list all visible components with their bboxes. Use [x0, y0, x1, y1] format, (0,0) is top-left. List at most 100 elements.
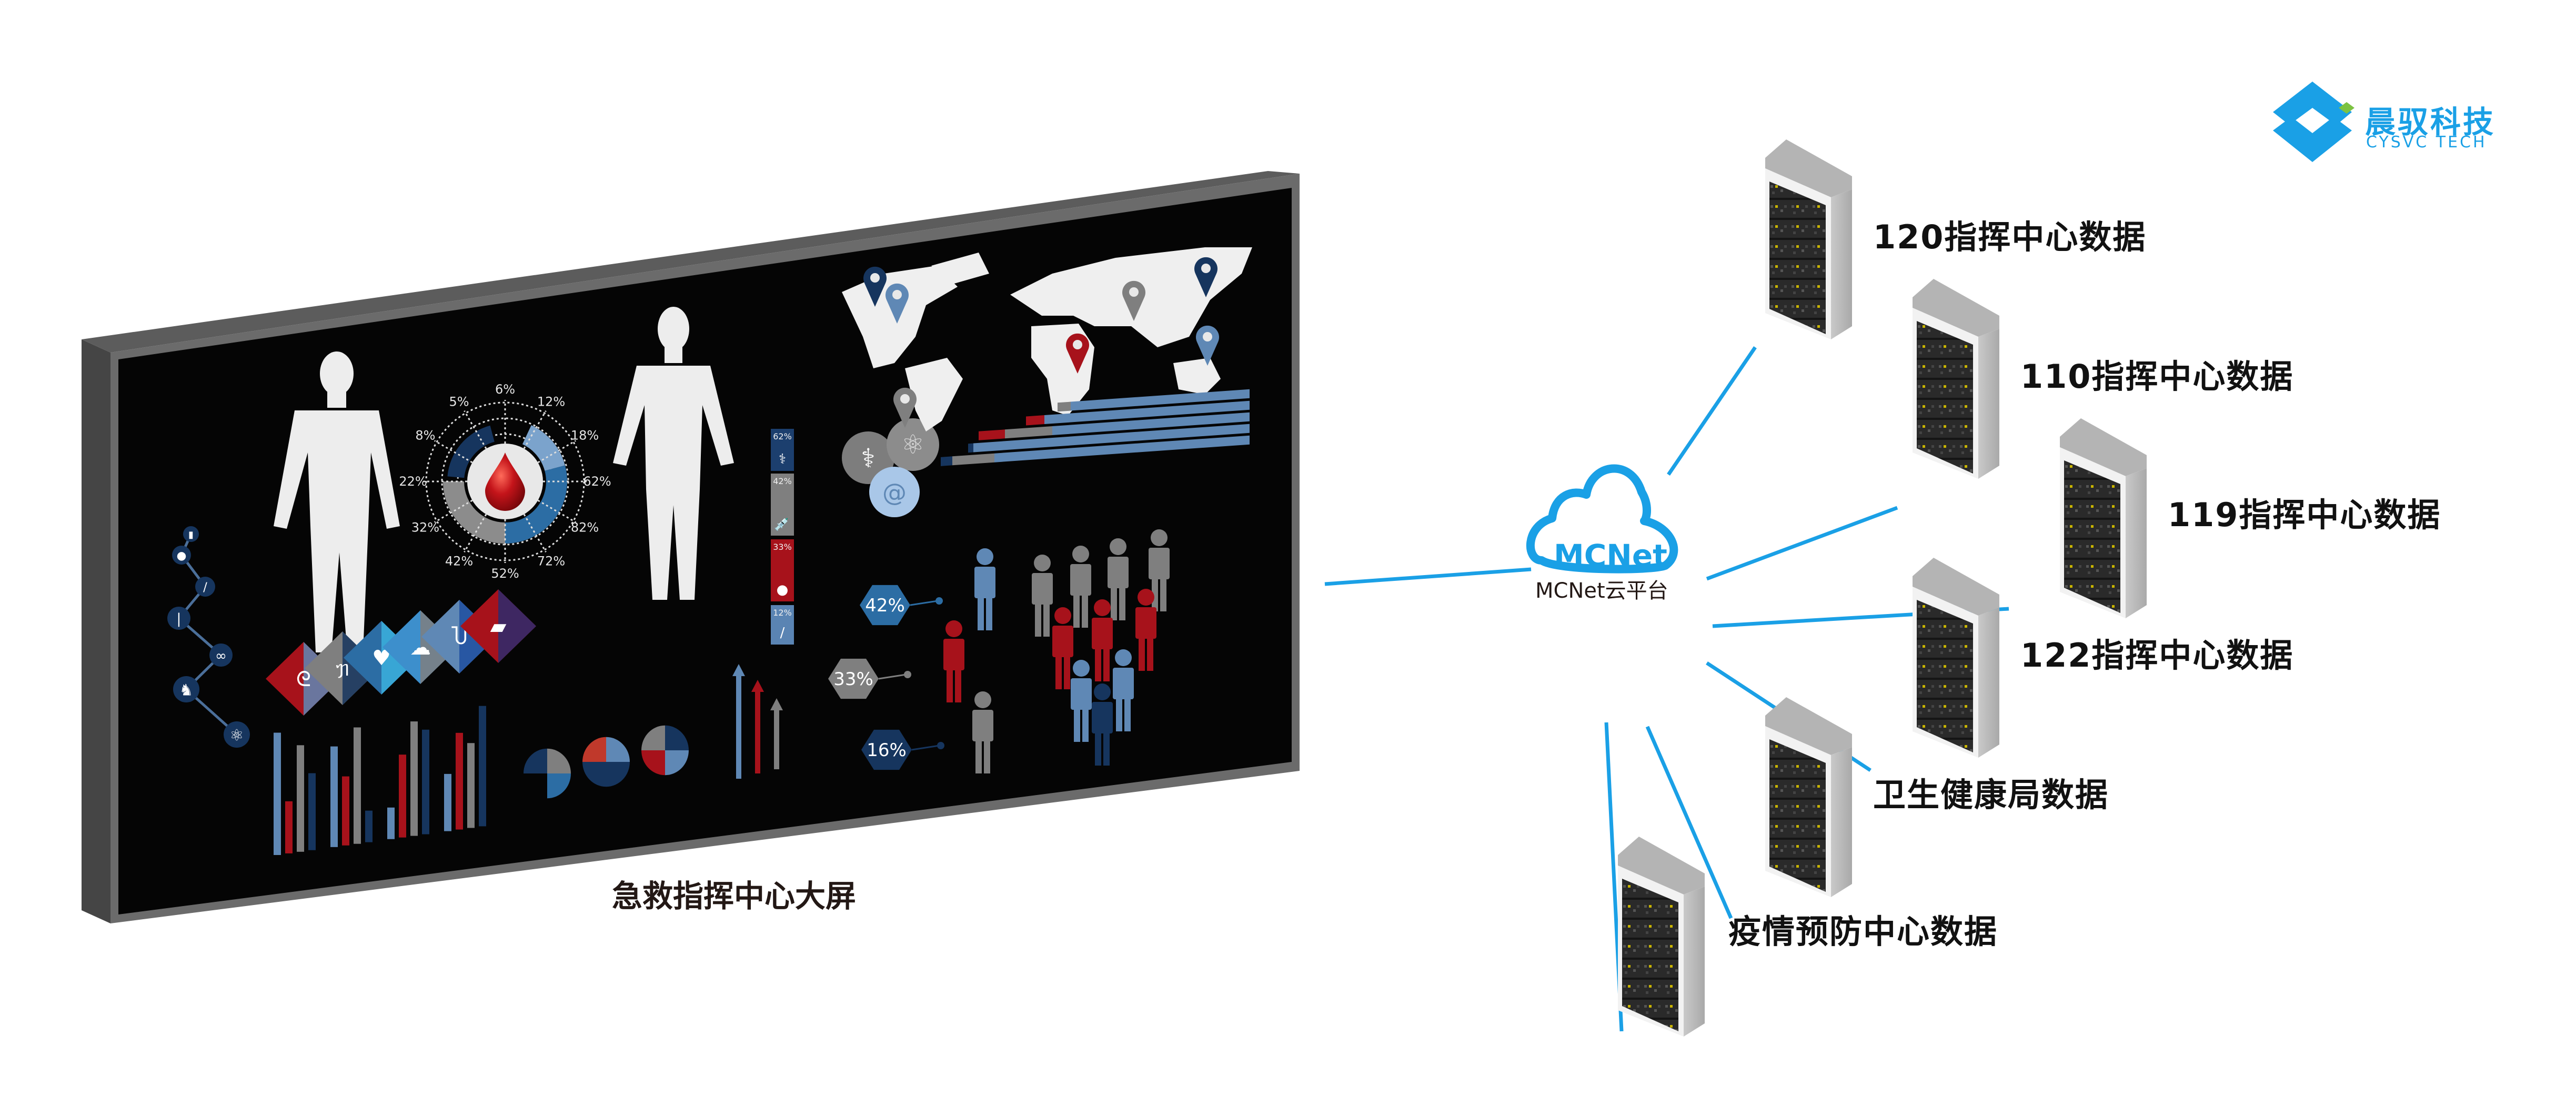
pie-slice: [665, 725, 689, 750]
hbar-segment: [1071, 389, 1250, 411]
vbar: [297, 745, 304, 852]
quarter-pie-charts: [524, 725, 689, 799]
radial-grid-ring: [425, 401, 585, 561]
thermometer-icon: /: [780, 625, 785, 641]
person-icon: [1113, 649, 1134, 731]
map-pin-icon: [893, 387, 917, 428]
server-label-122: 122指挥中心数据: [2020, 636, 2294, 675]
person-icon: [1070, 546, 1091, 628]
server-rack-icon: [1618, 837, 1705, 1037]
hbar-segment: [1044, 400, 1250, 425]
spiral-icon: @: [882, 478, 907, 507]
logo-green-square: [2339, 102, 2354, 114]
hex-stat-value: 33%: [833, 669, 873, 690]
pie-slice: [582, 762, 606, 787]
person-icon: [1135, 589, 1156, 671]
vbar: [330, 746, 338, 847]
person-icon: [1071, 660, 1092, 742]
vbar: [365, 810, 373, 842]
server-racks: [1618, 139, 2147, 1037]
vbar: [274, 732, 281, 855]
syringe-icon: 💉: [774, 516, 791, 532]
blood-drop-icon: [485, 453, 525, 511]
hbar-segment: [973, 424, 1250, 453]
vbar: [422, 729, 429, 834]
server-rack-icon: [2060, 418, 2147, 618]
screen-content: 6%12%18%62%82%72%52%42%32%22%8%5% 62%⚕42…: [167, 247, 1252, 855]
radial-label: 32%: [411, 520, 439, 535]
server-label-120: 120指挥中心数据: [1873, 218, 2147, 256]
person-icon: [943, 620, 964, 702]
vbar: [456, 732, 463, 830]
people-pictogram: [943, 529, 1170, 773]
radial-label: 8%: [415, 428, 435, 443]
person-icon: [1032, 555, 1053, 637]
medical-icon-chain: ▮●/|∞♞⚛: [167, 526, 250, 748]
vbar: [479, 706, 486, 827]
hex-connector: [910, 600, 938, 606]
logo-name-en: CYSVC TECH: [2366, 133, 2487, 152]
map-pin-hole: [900, 394, 910, 404]
link-cloud-110: [1706, 506, 1898, 581]
radial-label: 22%: [399, 474, 427, 489]
pills-icon: ●: [177, 549, 187, 562]
cloud-title: MCNet: [1554, 538, 1667, 574]
chain-node: [173, 676, 199, 702]
water-drop-circle-icon: [869, 467, 920, 517]
stat-stack: 62%⚕42%💉33%●12%/: [771, 429, 794, 645]
hex-connector-dot: [935, 597, 943, 605]
hex-stat-badge: [861, 729, 912, 770]
server-rack-icon: [1765, 697, 1852, 897]
cloud-icon: [1526, 464, 1678, 574]
test-tube-icon: |: [177, 611, 182, 627]
pie-slice: [606, 737, 630, 762]
stat-tile: [771, 474, 794, 536]
stat-tile-value: 33%: [773, 542, 792, 552]
organ-diamond: ▰: [460, 589, 536, 663]
link-cloud-health-bureau: [1645, 726, 1733, 919]
pie-slice: [582, 737, 606, 762]
server-rack-icon: [1765, 139, 1852, 339]
map-pin-icon: [886, 283, 909, 324]
mcnet-cloud[interactable]: [1526, 464, 1678, 574]
screen-frame-top: [82, 171, 1300, 353]
stat-tile: [771, 605, 794, 645]
hex-stats: 42%33%16%: [828, 585, 944, 770]
server-label-health-bureau: 卫生健康局数据: [1873, 776, 2109, 814]
hex-connector-dot: [904, 671, 911, 678]
cloud-subtitle: MCNet云平台: [1535, 579, 1668, 603]
radial-segment-blue: [505, 465, 567, 544]
pie-slice: [524, 748, 547, 773]
hbar-segment: [994, 435, 1250, 462]
logo-name-cn: 晨驭科技: [2365, 104, 2496, 140]
map-pin-hole: [1073, 340, 1082, 349]
pie-slice: [547, 748, 571, 773]
hex-connector: [878, 673, 907, 680]
server-label-epidemic-center: 疫情预防中心数据: [1728, 912, 1998, 951]
pie-slice: [547, 773, 571, 799]
hex-connector: [911, 745, 940, 751]
stat-tile: [771, 539, 794, 601]
map-pin-icon: [1122, 280, 1145, 321]
vbar: [342, 776, 349, 846]
chain-node: [209, 643, 233, 667]
link-cloud-120: [1667, 346, 1757, 476]
map-pin-icon: [1196, 325, 1219, 366]
map-pin-hole: [892, 290, 902, 299]
caduceus-icon: ⚕: [779, 451, 786, 467]
chain-node: [167, 607, 190, 630]
trend-arrow-blue: [732, 664, 745, 779]
radial-segment-gray: [443, 481, 505, 544]
horizontal-bar-chart: [941, 389, 1250, 466]
map-pin-hole: [1129, 287, 1139, 297]
pie-slice: [606, 762, 630, 787]
radial-label: 6%: [495, 382, 515, 397]
vbar: [467, 743, 475, 828]
radial-label: 72%: [537, 554, 565, 569]
caduceus-icon: ⚕: [861, 443, 875, 474]
hbar-segment: [941, 456, 952, 466]
hbar-segment: [1052, 412, 1250, 435]
human-silhouette-left: [274, 351, 400, 652]
scalpel-icon: /: [203, 581, 207, 595]
